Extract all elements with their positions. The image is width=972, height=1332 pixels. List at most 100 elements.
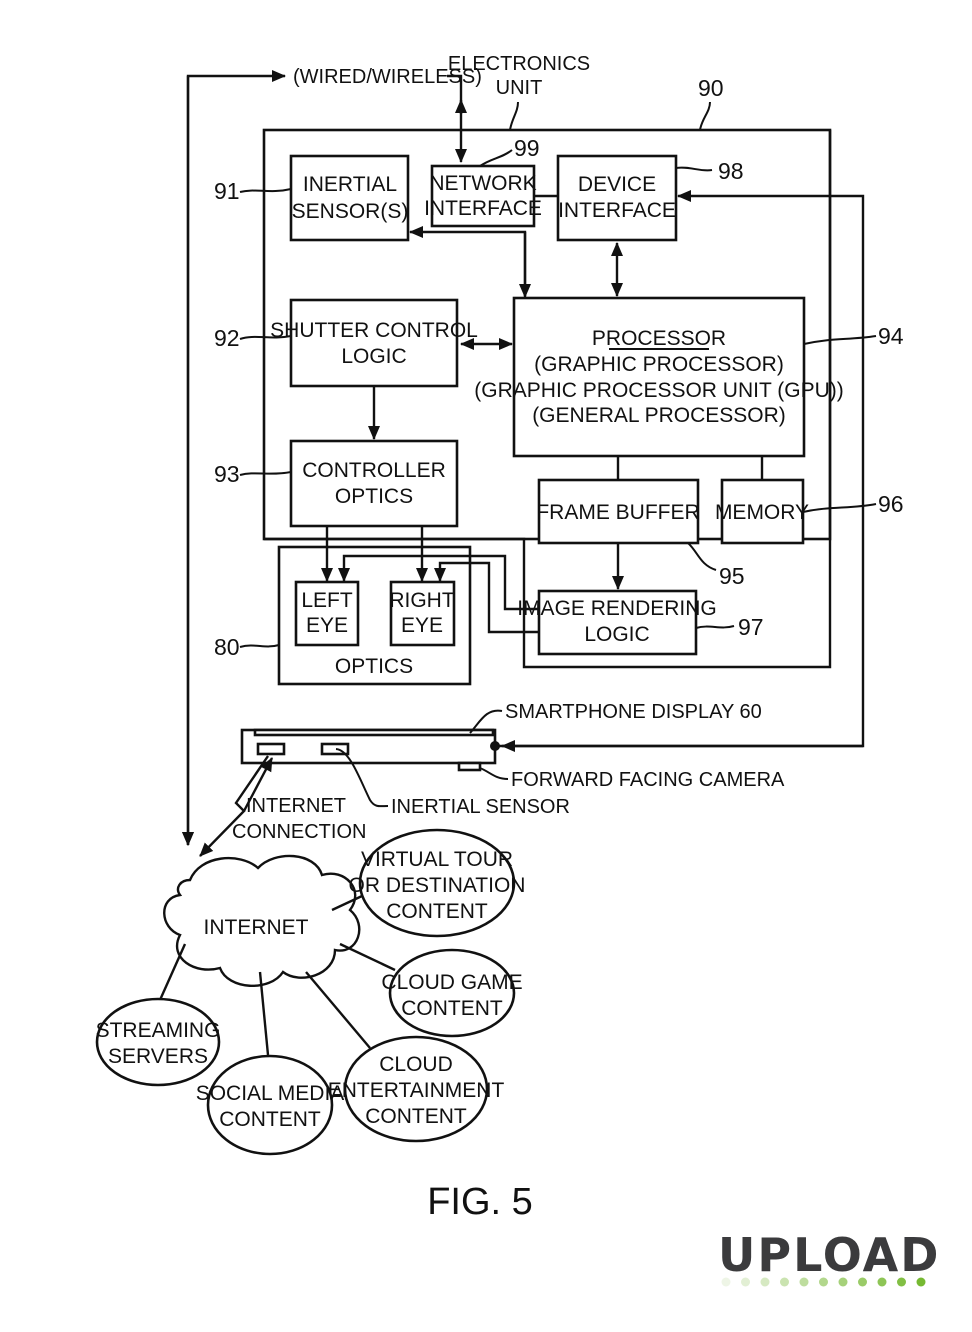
ref-90-leader — [699, 101, 711, 131]
ref-96-leader — [802, 503, 877, 513]
social-media-line1: SOCIAL MEDIA — [196, 1082, 345, 1105]
logo-dot — [897, 1277, 906, 1287]
node-virtual-tour: VIRTUAL TOUR OR DESTINATION CONTENT — [349, 828, 525, 938]
frame-buffer-box — [537, 478, 700, 545]
internet-cloud-shape — [163, 854, 361, 987]
smartphone: SMARTPHONE DISPLAY 60 FORWARD FACING CAM… — [240, 701, 785, 818]
inertial-sensor-label: INERTIAL SENSOR — [391, 796, 570, 818]
streaming-servers-ellipse — [95, 997, 221, 1087]
ref-99-leader — [479, 149, 513, 167]
virtual-tour-line3: CONTENT — [386, 900, 488, 923]
streaming-servers-line1: STREAMING — [96, 1019, 221, 1042]
ref-94-leader — [803, 335, 877, 345]
logo-dot — [916, 1277, 926, 1287]
logo-dot — [741, 1277, 750, 1287]
forward-facing-camera — [457, 761, 482, 772]
node-cloud-entertainment: CLOUD ENTERTAINMENT CONTENT — [328, 1035, 505, 1143]
inertial-to-processor-link — [409, 226, 527, 296]
block-device-interface: DEVICE INTERFACE 98 — [556, 154, 744, 242]
left-eye-box — [294, 580, 360, 647]
ref-90: 90 — [698, 75, 724, 101]
electronics-unit-label-line1: ELECTRONICS — [448, 53, 590, 75]
cloud-entertainment-line1: CLOUD — [379, 1053, 453, 1076]
processor-title: PROCESSOR — [592, 327, 726, 350]
node-cloud-game: CLOUD GAME CONTENT — [381, 948, 523, 1038]
logo-dot — [819, 1277, 828, 1287]
memory-box — [720, 478, 805, 545]
electronics-unit-label-line2: UNIT — [496, 77, 543, 99]
link-cloud-entertainment — [305, 971, 371, 1049]
block-shutter-control: SHUTTER CONTROL LOGIC 92 — [214, 298, 478, 388]
right-eye-line1: RIGHT — [389, 589, 455, 612]
rendering-to-left-eye — [338, 554, 539, 611]
ref-96: 96 — [878, 491, 904, 517]
ref-97-leader — [695, 625, 735, 629]
logo-dot — [780, 1277, 789, 1287]
cloud-entertainment-ellipse — [343, 1035, 489, 1143]
internet-connection: INTERNET CONNECTION — [199, 755, 366, 857]
processor-box — [512, 296, 806, 458]
ref-92: 92 — [214, 325, 240, 351]
link-streaming — [158, 943, 187, 1001]
cloud-game-ellipse — [388, 948, 516, 1038]
processor-enclosure — [264, 130, 832, 669]
social-media-line2: CONTENT — [219, 1108, 321, 1131]
smartphone-inertial-sensor — [320, 742, 350, 756]
shutter-control-box — [289, 298, 459, 388]
smartphone-network-port — [256, 742, 286, 756]
shutter-control-line2: LOGIC — [341, 345, 406, 368]
image-rendering-line2: LOGIC — [584, 623, 649, 646]
controller-optics-line1: CONTROLLER — [302, 459, 446, 482]
ref-91-leader — [239, 188, 292, 193]
left-eye-line2: EYE — [306, 614, 348, 637]
block-image-rendering: IMAGE RENDERING LOGIC 97 — [517, 589, 764, 656]
internet-connection-line1: INTERNET — [246, 795, 346, 817]
image-rendering-line1: IMAGE RENDERING — [517, 597, 717, 620]
device-interface-line1: DEVICE — [578, 173, 656, 196]
ref-91: 91 — [214, 178, 240, 204]
network-interface-line2: INTERFACE — [424, 197, 542, 220]
network-interface-line1: NETWORK — [429, 172, 536, 195]
block-processor: PROCESSOR (GRAPHIC PROCESSOR) (GRAPHIC P… — [474, 296, 904, 458]
frame-buffer-label: FRAME BUFFER — [536, 501, 699, 524]
smartphone-display-leader — [469, 709, 503, 734]
ref-98-leader — [675, 166, 713, 172]
internet-cloud: INTERNET — [163, 854, 361, 987]
block-inertial-sensors: INERTIAL SENSOR(S) 91 — [214, 154, 410, 242]
block-frame-buffer: FRAME BUFFER 95 — [536, 478, 745, 589]
electronics-unit-leader — [509, 101, 519, 131]
smartphone-display — [253, 728, 495, 737]
ref-92-leader — [239, 335, 292, 340]
inertial-sensors-line1: INERTIAL — [303, 173, 397, 196]
wired-wireless-label: (WIRED/WIRELESS) — [293, 66, 482, 88]
logo-dot — [838, 1277, 848, 1287]
logo-dot — [877, 1277, 887, 1287]
cloud-entertainment-line2: ENTERTAINMENT — [328, 1079, 505, 1102]
link-virtual-tour — [331, 894, 363, 912]
ref-93: 93 — [214, 461, 240, 487]
image-rendering-box — [537, 589, 698, 656]
internet-connection-line2: CONNECTION — [232, 821, 366, 843]
logo-dot — [721, 1277, 731, 1287]
forward-camera-leader — [479, 767, 509, 780]
logo-dot — [799, 1277, 809, 1287]
controller-optics-box — [289, 439, 459, 528]
block-network-interface: NETWORK INTERFACE 99 — [424, 135, 558, 228]
upload-logo: UPLOAD — [718, 1228, 938, 1287]
smartphone-to-device-interface — [498, 190, 865, 748]
processor-line1: (GRAPHIC PROCESSOR) — [534, 353, 784, 376]
cloud-game-line2: CONTENT — [401, 997, 503, 1020]
ref-97: 97 — [738, 614, 764, 640]
ref-80: 80 — [214, 634, 240, 660]
memory-label: MEMORY — [715, 501, 809, 524]
logo-dot — [760, 1277, 770, 1287]
virtual-tour-ellipse — [358, 828, 516, 938]
internet-connection-up-arrow — [242, 757, 274, 812]
ref-93-leader — [239, 471, 292, 476]
device-interface-line2: INTERFACE — [558, 199, 676, 222]
right-eye-box — [389, 580, 456, 647]
ref-80-leader — [239, 644, 280, 648]
cloud-game-line1: CLOUD GAME — [381, 971, 522, 994]
ref-99: 99 — [514, 135, 540, 161]
